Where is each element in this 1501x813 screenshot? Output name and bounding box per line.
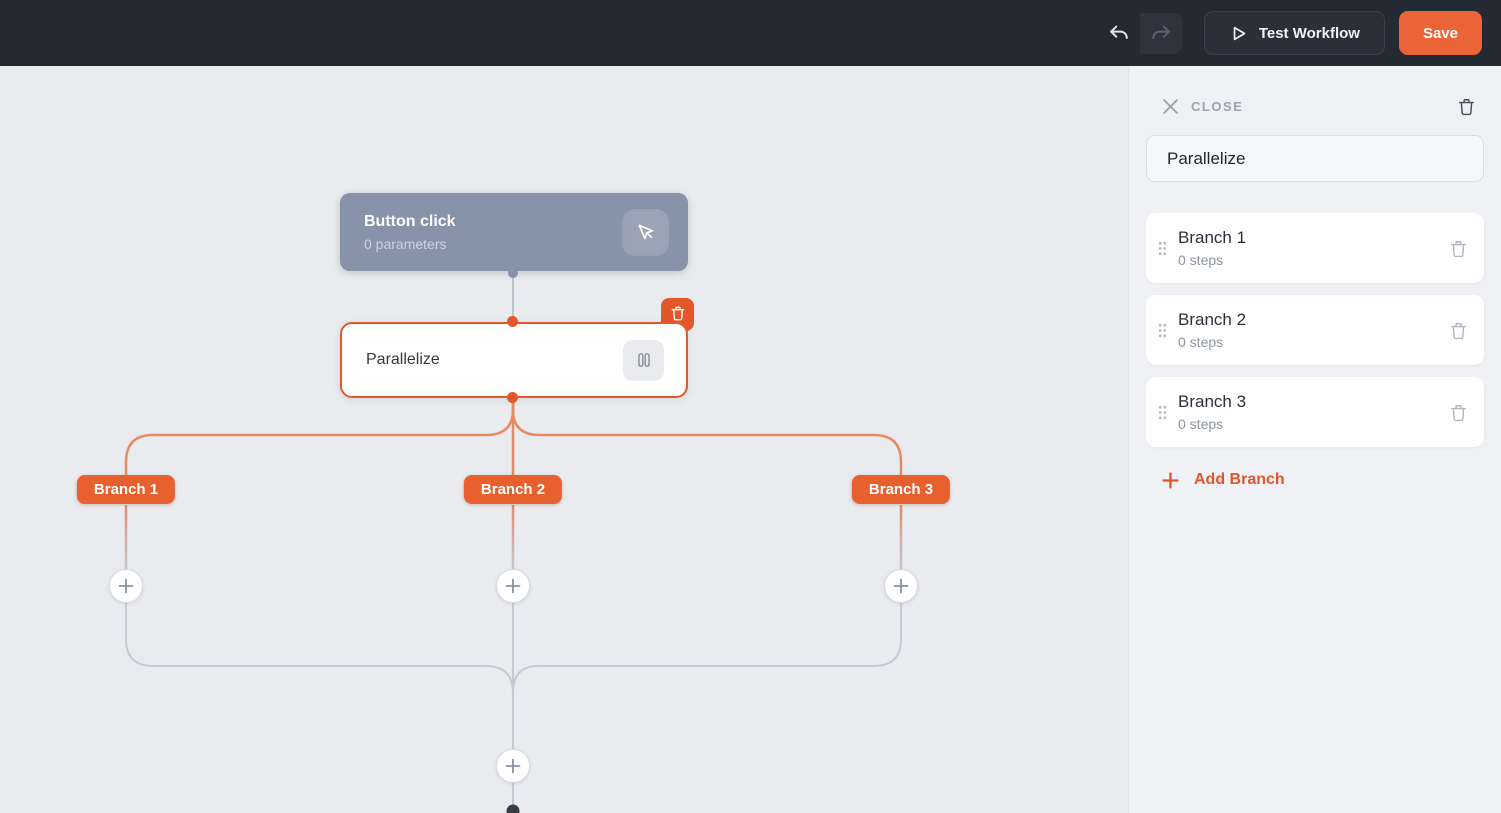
cursor-icon-chip [625, 211, 666, 253]
trigger-output-port[interactable] [508, 268, 518, 278]
undo-redo-group [1097, 12, 1182, 54]
test-workflow-button[interactable]: Test Workflow [1203, 11, 1385, 55]
plus-icon [118, 578, 134, 594]
branch-name: Branch 1 [1178, 228, 1247, 247]
node-name-input[interactable] [1146, 135, 1484, 182]
trash-icon [1451, 322, 1466, 339]
next-node-port [506, 804, 520, 813]
close-panel-button[interactable]: CLOSE [1162, 98, 1243, 115]
branch-info: Branch 2 0 steps [1169, 310, 1449, 350]
close-icon [1163, 99, 1178, 114]
plus-icon [505, 758, 521, 774]
parallelize-node[interactable]: Parallelize [340, 322, 688, 398]
branch-steps: 0 steps [1178, 416, 1224, 432]
trash-icon [1459, 99, 1474, 116]
delete-branch-button[interactable] [1449, 321, 1468, 340]
connector-lines [124, 269, 903, 813]
branch-2-badge[interactable]: Branch 2 [463, 475, 563, 504]
add-branch-label: Add Branch [1194, 471, 1285, 488]
main-area: Button click 0 parameters Parallelize Br… [0, 66, 1501, 813]
redo-button[interactable] [1140, 13, 1182, 54]
trash-icon [1451, 240, 1466, 257]
add-step-branch-3-button[interactable] [884, 569, 918, 603]
panel-header: CLOSE [1146, 97, 1484, 116]
delete-branch-button[interactable] [1449, 403, 1468, 422]
top-bar: Test Workflow Save [0, 0, 1501, 66]
trash-icon [1451, 404, 1466, 421]
play-icon [1233, 26, 1246, 40]
add-step-branch-1-button[interactable] [109, 569, 143, 603]
branch-list-item[interactable]: Branch 2 0 steps [1146, 295, 1484, 365]
parallelize-icon-chip [623, 339, 664, 381]
branch-1-badge[interactable]: Branch 1 [76, 475, 176, 504]
add-branch-button[interactable]: Add Branch [1162, 471, 1285, 489]
branch-info: Branch 3 0 steps [1169, 392, 1449, 432]
workflow-canvas[interactable]: Button click 0 parameters Parallelize Br… [0, 66, 1128, 813]
branch-list-item[interactable]: Branch 3 0 steps [1146, 377, 1484, 447]
add-step-branch-2-button[interactable] [496, 569, 530, 603]
parallelize-node-title: Parallelize [366, 351, 440, 368]
parallelize-output-port[interactable] [507, 392, 518, 403]
trigger-node-text: Button click 0 parameters [364, 213, 456, 252]
undo-button[interactable] [1097, 12, 1140, 54]
trigger-node-title: Button click [364, 212, 456, 230]
delete-node-panel-button[interactable] [1457, 97, 1476, 116]
branch-steps: 0 steps [1178, 334, 1224, 350]
branch-name: Branch 2 [1178, 310, 1247, 329]
branch-name: Branch 3 [1178, 392, 1247, 411]
delete-branch-button[interactable] [1449, 239, 1468, 258]
branch-steps: 0 steps [1178, 252, 1224, 268]
close-label: CLOSE [1191, 99, 1244, 114]
trigger-node[interactable]: Button click 0 parameters [340, 193, 688, 271]
plus-icon [1162, 471, 1179, 489]
test-workflow-label: Test Workflow [1258, 24, 1360, 42]
branch-3-badge[interactable]: Branch 3 [851, 475, 951, 504]
save-button[interactable]: Save [1398, 11, 1482, 55]
add-step-after-merge-button[interactable] [496, 749, 530, 783]
parallelize-input-port[interactable] [507, 316, 518, 327]
undo-icon [1110, 25, 1128, 40]
parallel-bars-icon [637, 352, 650, 368]
mouse-pointer-icon [638, 224, 653, 240]
drag-handle-icon[interactable] [1155, 405, 1169, 420]
branch-list: Branch 1 0 steps Branch 2 0 steps [1146, 213, 1484, 447]
redo-icon [1152, 25, 1170, 40]
node-settings-panel: CLOSE Branch 1 0 steps [1128, 66, 1501, 813]
drag-handle-icon[interactable] [1155, 241, 1169, 256]
trash-icon [671, 306, 684, 321]
plus-icon [893, 578, 909, 594]
branch-list-item[interactable]: Branch 1 0 steps [1146, 213, 1484, 283]
drag-handle-icon[interactable] [1155, 323, 1169, 338]
trigger-node-subtitle: 0 parameters [364, 235, 447, 252]
branch-info: Branch 1 0 steps [1169, 228, 1449, 268]
plus-icon [505, 578, 521, 594]
